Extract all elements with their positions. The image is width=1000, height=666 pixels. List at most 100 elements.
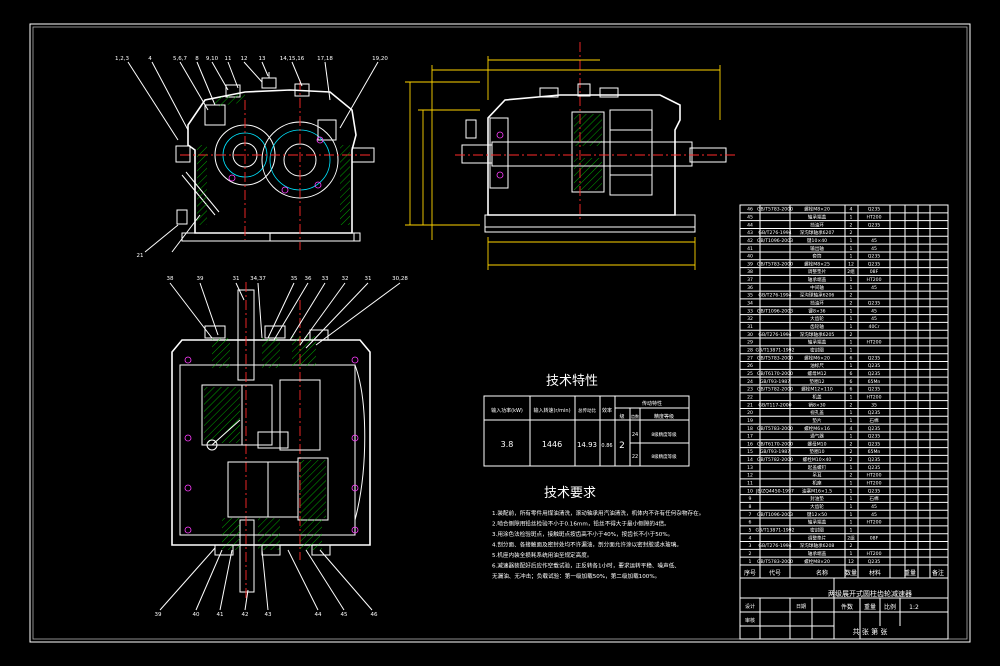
parts-row-cell: 43 <box>747 230 753 236</box>
plan-callout-top-label: 33 <box>322 276 329 282</box>
parts-row-cell: 中间轴 <box>810 284 824 291</box>
front-callout-label: 21 <box>137 253 144 259</box>
parts-row-cell: 1 <box>749 559 752 565</box>
parts-row-cell: GB/T93-1987 <box>760 379 790 385</box>
parts-row-cell: Q235 <box>868 363 880 369</box>
parts-row-cell: 41 <box>747 246 753 252</box>
parts-row-cell: 油塞M16×1.5 <box>802 487 832 494</box>
plan-callout-top-label: 32 <box>342 276 349 282</box>
parts-row-cell: 34 <box>747 301 753 307</box>
parts-row-cell: 45 <box>871 512 877 518</box>
parts-row-cell: HT200 <box>866 520 881 526</box>
tech-req-line: 4.剖分面、各接触面及密封处均不许漏油，剖分面允许涂以密封胶或水玻璃。 <box>492 541 682 549</box>
plan-callout-bottom-label: 45 <box>341 612 348 618</box>
front-callout-label: 9,10 <box>206 56 219 62</box>
parts-row-cell: GB/T1096-2003 <box>757 238 793 244</box>
parts-row-cell: 8 <box>749 504 752 510</box>
parts-row-cell: 轴承端盖 <box>808 213 827 220</box>
parts-header-material: 材料 <box>869 569 881 577</box>
parts-row-cell: JB/ZQ4450-1997 <box>755 488 794 494</box>
parts-row-cell: 大齿轮 <box>810 503 824 510</box>
tb-sheets: 共 张 第 张 <box>853 627 888 636</box>
front-callout-label: 11 <box>225 56 232 62</box>
parts-row-cell: HT200 <box>866 340 881 346</box>
parts-row-cell: 吊耳 <box>812 473 822 479</box>
parts-row-cell: HT200 <box>866 551 881 557</box>
tech-char-title: 技术特性 <box>546 374 598 389</box>
parts-row-cell: 11 <box>747 481 753 487</box>
parts-row-cell: 视孔盖 <box>810 409 824 416</box>
parts-row-cell: 销8×30 <box>808 401 825 408</box>
parts-row-cell: 2 <box>850 457 853 463</box>
parts-row-cell: 21 <box>747 402 753 408</box>
technical-characteristics: 技术特性 输入功率(kW) 输入转速(r/min) 总传动比 效率 传动特性 级… <box>483 374 690 467</box>
parts-row-cell: 1 <box>850 434 853 440</box>
parts-row-cell: 9 <box>749 496 752 502</box>
parts-row-cell: 25 <box>747 371 753 377</box>
parts-row-cell: Q235 <box>868 254 880 260</box>
val-row1-teeth: 24 <box>632 432 638 438</box>
parts-header-name: 名称 <box>816 569 828 577</box>
parts-row-cell: 45 <box>871 285 877 291</box>
parts-row-cell: 6 <box>850 355 853 361</box>
parts-row-cell: 挡油环 <box>810 221 824 228</box>
side-view <box>405 42 735 270</box>
parts-row-cell: HT200 <box>866 394 881 400</box>
parts-row-cell: 45 <box>871 238 877 244</box>
parts-row-cell: HT200 <box>866 277 881 283</box>
parts-row-cell: Q235 <box>868 426 880 432</box>
parts-row-cell: 封油垫 <box>810 495 824 502</box>
parts-row-cell: GB/T5782-2000 <box>757 387 793 393</box>
parts-row-cell: Q235 <box>868 434 880 440</box>
parts-row-cell: 密封圈 <box>810 527 824 534</box>
val-row2-teeth: 22 <box>632 454 638 460</box>
title-block: 两级展开式圆柱齿轮减速器 件数 重量 比例 1:2 共 张 第 张 设计 审核 … <box>739 577 949 640</box>
parts-row-cell: 13 <box>747 465 753 471</box>
parts-row-cell: GB/T5783-2000 <box>757 426 793 432</box>
parts-row-cell: GB/T5783-2000 <box>757 261 793 267</box>
parts-row-cell: 深沟球轴承6206 <box>800 292 835 299</box>
parts-row-cell: 1 <box>850 528 853 534</box>
parts-row-cell: 机盖 <box>812 393 822 400</box>
plan-callout-bottom-label: 44 <box>315 612 322 618</box>
parts-row-cell: 39 <box>747 261 753 267</box>
parts-row-cell: 37 <box>747 277 753 283</box>
parts-row-cell: Q235 <box>868 559 880 565</box>
front-callout-label: 4 <box>148 56 152 62</box>
parts-row-cell: 65Mn <box>868 449 881 455</box>
parts-row-cell: Q235 <box>868 387 880 393</box>
parts-row-cell: 螺栓M8×25 <box>804 260 830 267</box>
plan-callout-bottom-label: 43 <box>265 612 272 618</box>
parts-row-cell: GB/T1096-2003 <box>757 512 793 518</box>
parts-row-cell: Q235 <box>868 465 880 471</box>
front-callout-label: 1,2,3 <box>115 56 129 62</box>
parts-row-cell: 44 <box>747 222 753 228</box>
parts-row-cell: 16 <box>747 441 753 447</box>
parts-row-cell: 轴承端盖 <box>808 339 827 346</box>
parts-row-cell: 轴承端盖 <box>808 519 827 526</box>
parts-row-cell: 29 <box>747 340 753 346</box>
parts-row-cell: 1 <box>850 214 853 220</box>
th-input-speed: 输入转速(r/min) <box>533 407 570 414</box>
plan-callout-top-label: 38 <box>167 276 174 282</box>
tech-req-line: 6.减速器装配好后应作空载试验，正反转各1小时，要求运转平稳、噪声低、 <box>492 562 680 570</box>
parts-row-cell: 螺栓M6×16 <box>804 425 830 432</box>
parts-row-cell: GB/T276-1994 <box>758 543 791 549</box>
plan-callout-bottom-label: 41 <box>217 612 224 618</box>
parts-row-cell: 垫圈12 <box>809 378 824 385</box>
plan-callout-bottom-label: 42 <box>242 612 249 618</box>
parts-row-cell: 6 <box>850 371 853 377</box>
parts-row-cell: 油标尺 <box>810 362 824 369</box>
parts-row-cell: 1 <box>850 410 853 416</box>
parts-row-cell: 12 <box>848 559 854 565</box>
val-efficiency: 0.86 <box>601 443 612 449</box>
parts-row-cell: 33 <box>747 308 753 314</box>
parts-row-cell: 26 <box>747 363 753 369</box>
parts-row-cell: 齿轮轴 <box>810 323 824 330</box>
parts-row-cell: 45 <box>871 308 877 314</box>
plan-callout-top-label: 30,28 <box>392 276 408 282</box>
parts-row-cell: GB/T5783-2000 <box>757 355 793 361</box>
parts-row-cell: 7 <box>749 512 752 518</box>
tech-req-line: 无漏油、无冲击；负载试验：第一级加载50%，第二级加载100%。 <box>492 572 660 580</box>
parts-row-cell: 45 <box>871 316 877 322</box>
